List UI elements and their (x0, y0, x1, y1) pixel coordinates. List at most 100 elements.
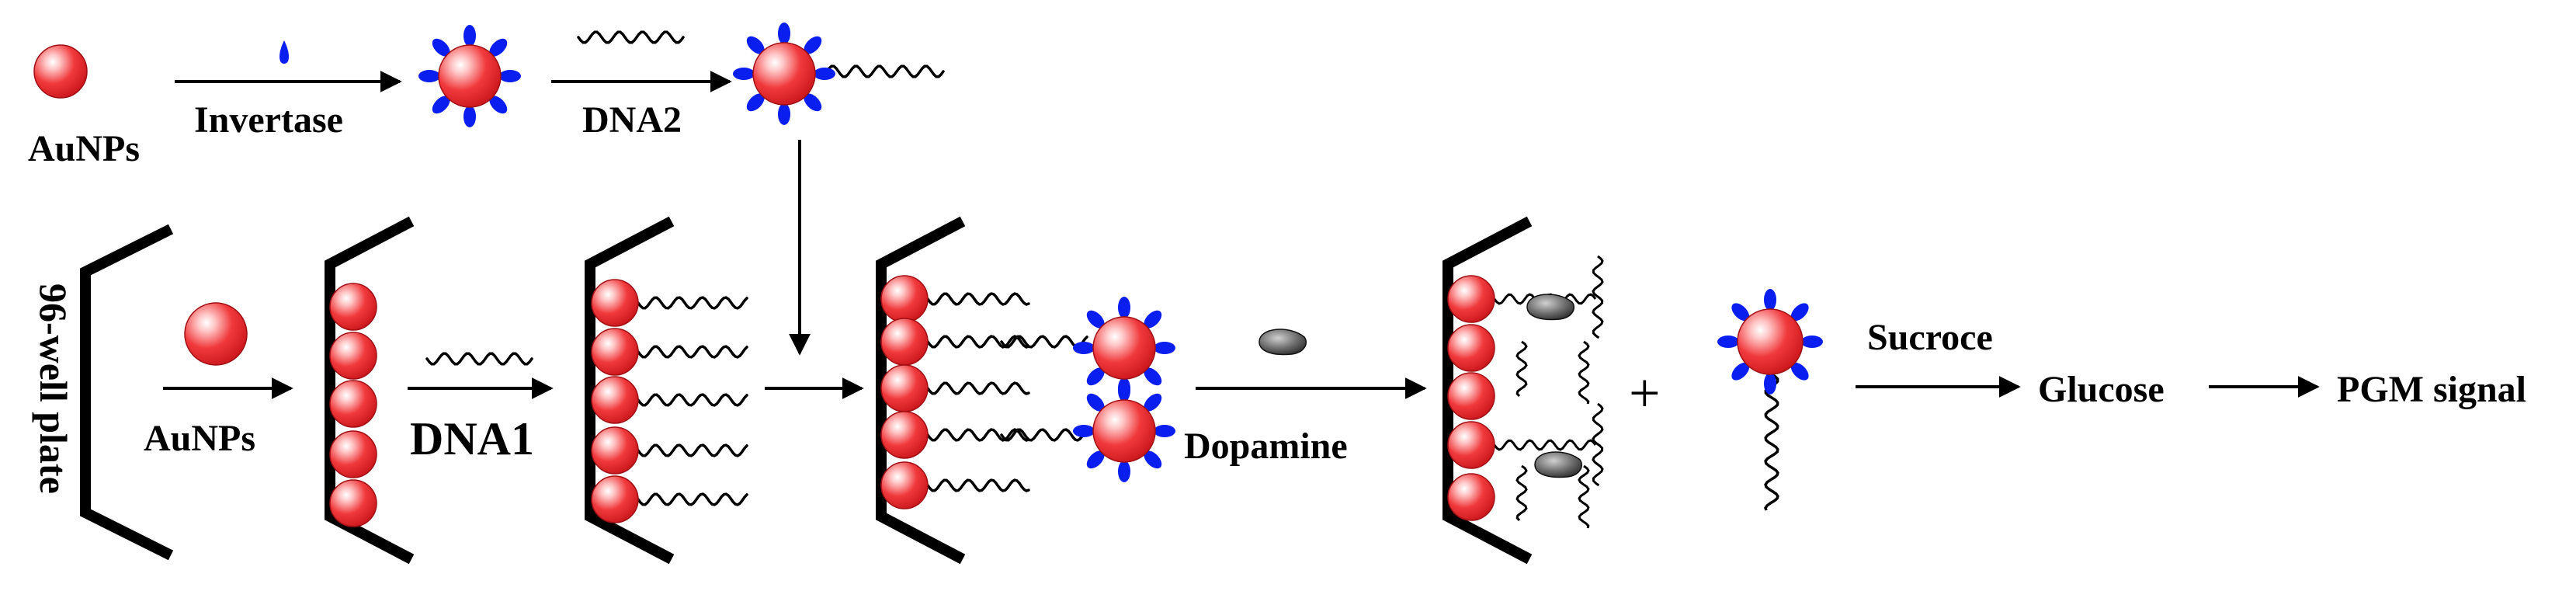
enzyme-np-core (752, 42, 816, 106)
well4-dna1-4 (926, 478, 1030, 492)
aunp-bottom (184, 302, 248, 366)
well4-aunp-0 (880, 275, 929, 323)
well2-aunp-0 (329, 283, 377, 331)
invertase-enzyme-6 (463, 25, 476, 47)
well4-dna1-3 (926, 428, 1030, 442)
invertase-enzyme-3 (746, 93, 765, 112)
well4-aunp-3 (880, 411, 929, 459)
invertase-enzyme-0 (1154, 342, 1175, 354)
well4-aunp-1 (880, 318, 929, 366)
well4-hybrid-1 (1000, 335, 1088, 349)
enzyme-np-core (438, 44, 502, 108)
invertase-enzyme-5 (746, 36, 765, 54)
well5-loop-bottom-a (1493, 402, 1604, 487)
invertase-enzyme-4 (418, 70, 440, 82)
invertase-enzyme-6 (778, 23, 790, 44)
label-aunps-bottom: AuNPs (144, 418, 255, 459)
well4-hybrid-2 (1000, 428, 1088, 442)
invertase-enzyme-7 (1144, 310, 1162, 329)
well3-dna1-4 (637, 492, 748, 506)
invertase-enzyme-1 (489, 96, 508, 114)
enzyme-np-core (1092, 399, 1156, 463)
well5-aunp-0 (1447, 275, 1495, 323)
label-dna2: DNA2 (582, 99, 682, 141)
well2-aunp-3 (329, 430, 377, 478)
invertase-enzyme-0 (499, 70, 521, 82)
invertase-enzyme-1 (1144, 367, 1162, 386)
invertase-enzyme-3 (1731, 362, 1750, 381)
invertase-enzyme-2 (463, 106, 476, 127)
well5-aunp-1 (1447, 324, 1495, 372)
object-layer (33, 23, 1823, 527)
invertase-enzyme-1 (1790, 362, 1809, 381)
invertase-enzyme-4 (1073, 342, 1095, 354)
invertase-enzyme-5 (1086, 393, 1105, 412)
invertase-enzyme-6 (1764, 289, 1776, 311)
label-dopamine: Dopamine (1184, 426, 1348, 467)
well3-dna1-1 (637, 345, 748, 359)
well4-dna1-0 (926, 292, 1030, 306)
well3-aunp-0 (591, 279, 639, 327)
invertase-enzyme-4 (733, 68, 755, 80)
label-sucroce: Sucroce (1867, 317, 1993, 358)
well3-dna1-0 (637, 296, 748, 310)
invertase-enzyme-3 (1086, 450, 1105, 469)
invertase-aunp-top (418, 25, 521, 127)
invertase-enzyme-4 (1717, 336, 1739, 348)
label-96-well-plate: 96-well plate (32, 283, 75, 494)
dna1-strand-icon (425, 352, 533, 366)
well3-aunp-3 (591, 426, 639, 475)
released-enzyme-np (1717, 289, 1823, 395)
well-aunps (325, 216, 415, 565)
label-plus: + (1629, 362, 1661, 424)
invertase-enzyme-7 (804, 36, 822, 54)
well3-aunp-4 (591, 475, 639, 523)
invertase-enzyme-6 (1118, 380, 1130, 402)
dna2-invertase-aunp (733, 23, 835, 125)
label-glucose: Glucose (2038, 369, 2165, 410)
invertase-enzyme-1 (804, 93, 822, 112)
connector-layer (80, 30, 2320, 565)
well4-enzyme-np-2 (1073, 380, 1175, 482)
aunp-top (33, 44, 88, 99)
label-dna1: DNA1 (410, 413, 534, 464)
invertase-enzyme-7 (1144, 393, 1162, 412)
invertase-enzyme-2 (1764, 373, 1776, 395)
well3-aunp-2 (591, 376, 639, 424)
released-dna-tail (1764, 373, 1779, 511)
well5-aunp-3 (1447, 421, 1495, 469)
well3-dna1-3 (637, 443, 748, 457)
well-dna1 (585, 216, 675, 565)
invertase-enzyme-3 (432, 96, 450, 114)
invertase-enzyme-7 (489, 38, 508, 57)
well4-enzyme-np-1 (1073, 297, 1175, 399)
well5-loop-top-b (1515, 340, 1590, 405)
well2-aunp-1 (329, 332, 377, 380)
label-pgm-signal: PGM signal (2337, 369, 2526, 410)
enzyme-np-core (1737, 308, 1804, 375)
enzyme-np-core (1092, 316, 1156, 380)
well2-aunp-2 (329, 380, 377, 428)
well5-dopamine-bottom (1534, 451, 1583, 478)
invertase-enzyme-3 (1086, 367, 1105, 386)
well3-dna1-2 (637, 393, 748, 407)
dna2-strand-attached (814, 64, 945, 78)
invertase-enzyme-6 (1118, 297, 1130, 318)
invertase-enzyme-0 (814, 68, 835, 80)
invertase-enzyme-2 (778, 103, 790, 125)
well4-dna1-2 (926, 381, 1030, 395)
label-invertase: Invertase (194, 99, 343, 141)
well-empty (80, 224, 174, 561)
invertase-enzyme-1 (1144, 450, 1162, 469)
invertase-enzyme-0 (1801, 336, 1823, 348)
well5-dopamine-top (1526, 294, 1575, 321)
well4-aunp-2 (880, 364, 929, 412)
well5-aunp-4 (1447, 473, 1495, 521)
well5-loop-bottom-b (1515, 464, 1590, 529)
invertase-enzyme-5 (1086, 310, 1105, 329)
well5-aunp-2 (1447, 372, 1495, 420)
well-dopamine (1442, 216, 1533, 565)
well4-aunp-4 (880, 461, 929, 509)
